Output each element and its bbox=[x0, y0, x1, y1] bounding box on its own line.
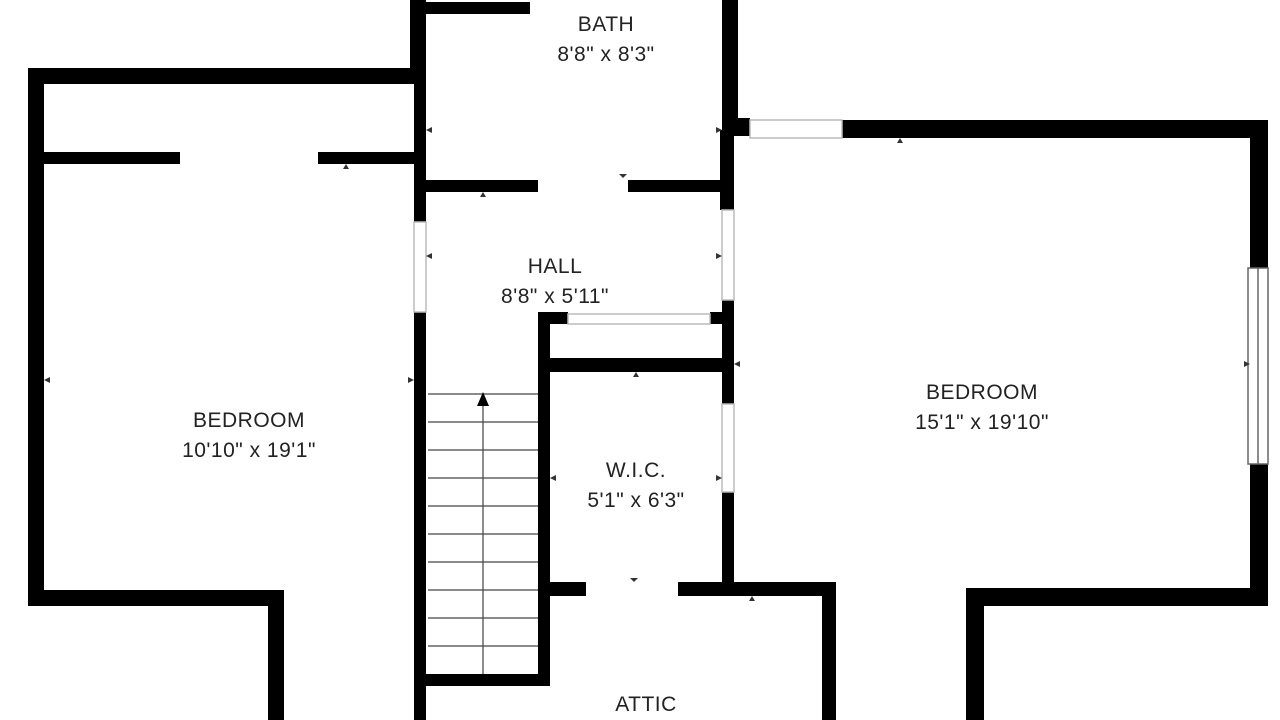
walls bbox=[28, 0, 1268, 720]
room-dimensions: 15'1" x 19'10" bbox=[915, 411, 1049, 434]
room-name: HALL bbox=[527, 255, 583, 278]
room-name: BATH bbox=[577, 13, 635, 36]
wall bbox=[426, 674, 550, 686]
wall bbox=[550, 582, 586, 596]
room-dimensions: 5'1" x 6'3" bbox=[587, 489, 685, 512]
opening bbox=[749, 119, 843, 139]
wall bbox=[44, 152, 180, 164]
wall bbox=[28, 590, 284, 606]
wall bbox=[722, 0, 738, 136]
wall bbox=[28, 68, 44, 606]
wall bbox=[720, 130, 734, 210]
wall bbox=[722, 300, 734, 404]
stairs bbox=[428, 393, 538, 674]
opening bbox=[567, 313, 711, 325]
room-dimensions: 10'10" x 19'1" bbox=[182, 439, 316, 462]
stairs-up-arrow-icon bbox=[477, 392, 489, 406]
room-label-bedroom-right: BEDROOM 15'1" x 19'10" bbox=[882, 378, 1082, 438]
opening bbox=[413, 221, 427, 313]
window bbox=[1247, 267, 1269, 465]
wall bbox=[414, 2, 530, 14]
wall bbox=[414, 0, 426, 222]
wall bbox=[722, 492, 734, 592]
room-label-hall: HALL 8'8" x 5'11" bbox=[475, 252, 635, 312]
opening bbox=[721, 403, 735, 493]
room-name: BEDROOM bbox=[925, 381, 1038, 404]
wall bbox=[822, 582, 836, 720]
wall bbox=[414, 312, 426, 720]
room-dimensions: 8'8" x 8'3" bbox=[557, 43, 655, 66]
room-label-wic: W.I.C. 5'1" x 6'3" bbox=[556, 456, 716, 516]
room-label-bath: BATH 8'8" x 8'3" bbox=[526, 10, 686, 70]
wall bbox=[550, 358, 726, 372]
wall bbox=[268, 590, 284, 720]
wall bbox=[538, 312, 550, 684]
room-dimensions: 8'8" x 5'11" bbox=[501, 285, 609, 308]
wall bbox=[28, 68, 422, 84]
room-name: W.I.C. bbox=[605, 459, 667, 482]
openings bbox=[413, 119, 843, 493]
wall bbox=[710, 312, 734, 324]
markers bbox=[44, 127, 1250, 601]
wall bbox=[318, 152, 420, 164]
opening bbox=[721, 209, 735, 301]
room-name: BEDROOM bbox=[192, 409, 305, 432]
wall bbox=[1250, 464, 1268, 606]
room-label-bedroom-left: BEDROOM 10'10" x 19'1" bbox=[149, 406, 349, 466]
wall bbox=[1250, 120, 1268, 270]
wall bbox=[426, 180, 538, 192]
room-label-attic: ATTIC bbox=[566, 690, 726, 720]
room-name: ATTIC bbox=[615, 693, 677, 716]
wall bbox=[966, 588, 984, 720]
wall bbox=[966, 588, 1268, 606]
wall bbox=[842, 120, 1268, 138]
wall bbox=[678, 582, 836, 596]
wall bbox=[628, 180, 724, 192]
